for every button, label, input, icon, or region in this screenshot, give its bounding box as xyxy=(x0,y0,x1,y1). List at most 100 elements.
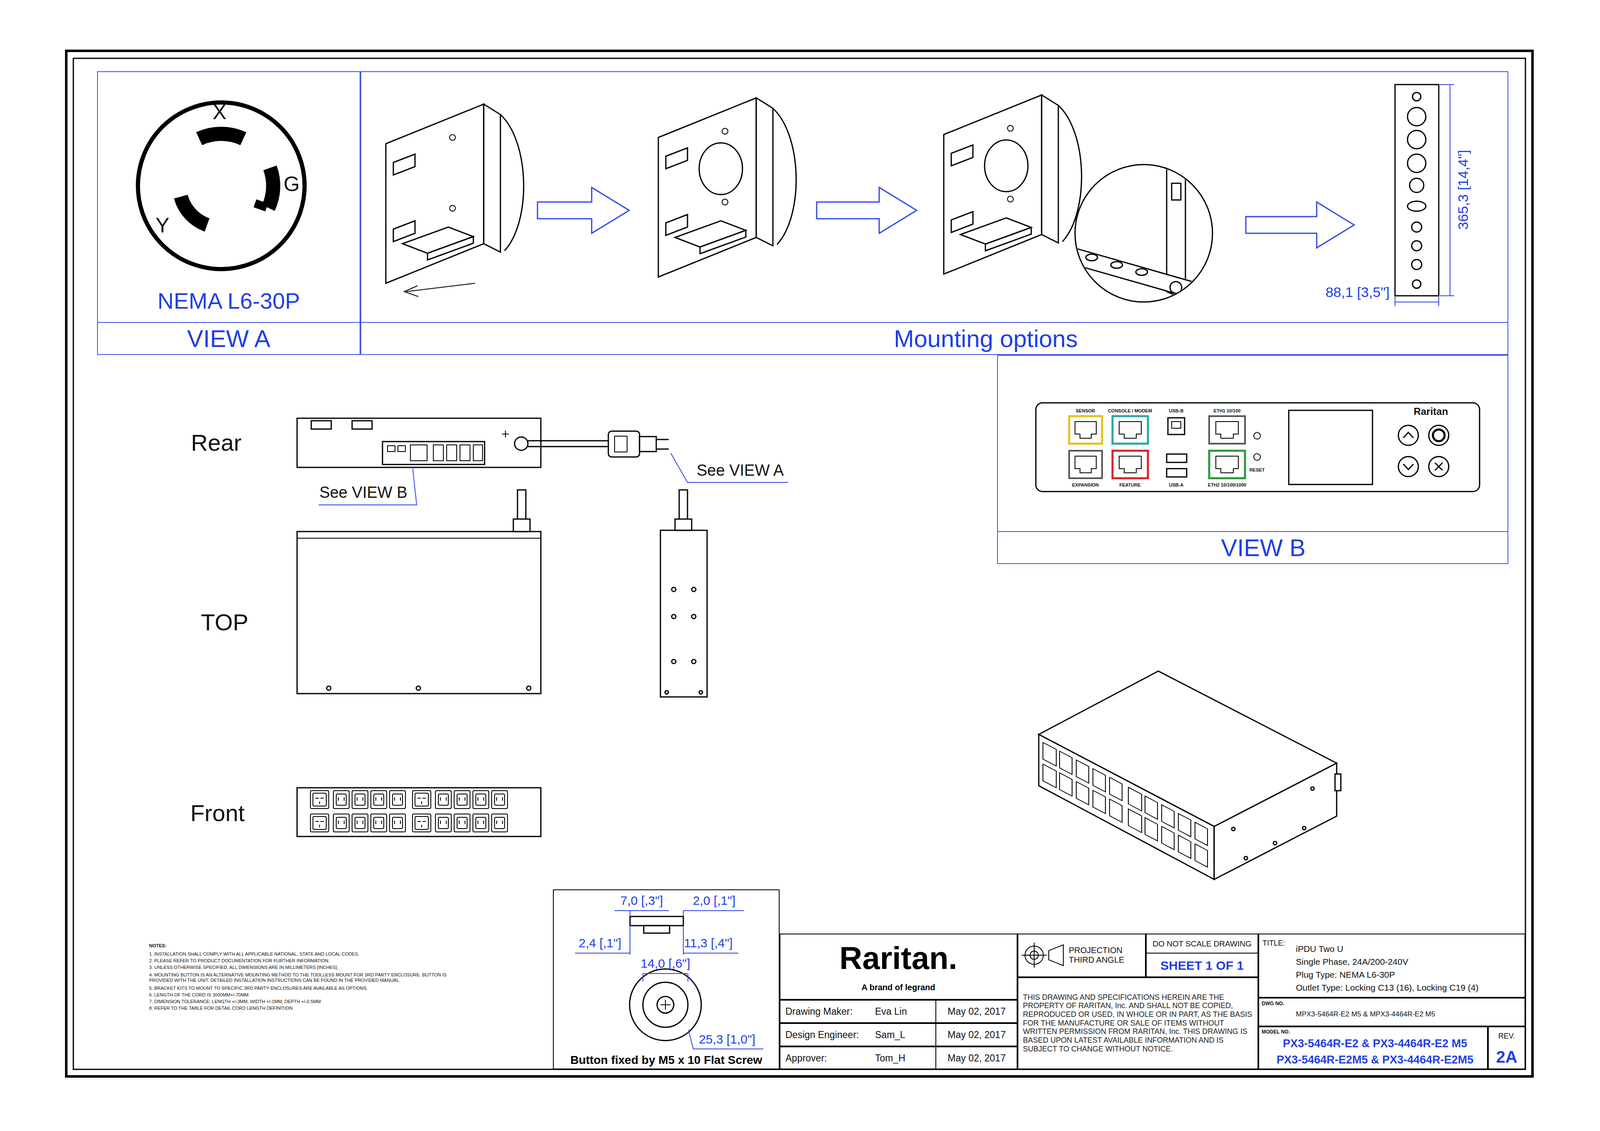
button-detail xyxy=(657,996,674,1014)
dimension: 11,3 [,4"] xyxy=(684,936,733,951)
projection-symbol xyxy=(1048,945,1064,966)
dimension-line xyxy=(1395,84,1455,307)
pdu-front-view xyxy=(491,790,508,809)
dimension-line xyxy=(687,973,689,982)
note: 2. PLEASE REFER TO PRODUCT DOCUMENTATION… xyxy=(149,958,330,964)
pdu-isometric xyxy=(1076,760,1089,784)
dimension: 25,3 [1,0"] xyxy=(698,1032,756,1048)
sheet-cell: DO NOT SCALE DRAWING SHEET 1 OF 1 xyxy=(1145,933,1259,978)
pdu-isometric xyxy=(1244,856,1248,860)
pdu-side-view xyxy=(1395,84,1439,296)
pdu-side-view xyxy=(671,614,676,619)
pdu-top-view xyxy=(416,686,421,691)
title-line: Single Phase, 24A/200-240V xyxy=(1295,957,1409,968)
controller-panel xyxy=(1075,421,1097,439)
date: May 02, 2017 xyxy=(947,1006,1006,1018)
model-number: PX3-5464R-E2M5 & PX3-4464R-E2M5 xyxy=(1276,1053,1474,1067)
drawing-number: MPX3-5464R-E2 M5 & MPX3-4464R-E2 M5 xyxy=(1295,1010,1435,1019)
dimension-line xyxy=(1394,296,1396,307)
leader-line xyxy=(318,466,417,505)
pdu-side-view xyxy=(1411,222,1422,233)
detail-caption: Button fixed by M5 x 10 Flat Screw xyxy=(570,1053,763,1068)
pdu-isometric xyxy=(1038,734,1215,880)
dimension-line xyxy=(575,952,630,954)
pdu-rear-view xyxy=(656,448,669,450)
role-label: Drawing Maker: xyxy=(785,1006,853,1018)
title-block-rule xyxy=(935,1000,937,1070)
controller-panel xyxy=(1069,450,1103,479)
dimension-line xyxy=(614,910,669,912)
pdu-rear-view xyxy=(614,436,628,453)
controller-panel xyxy=(1171,421,1181,429)
pdu-rear-view xyxy=(382,441,485,465)
controller-panel xyxy=(1253,453,1261,461)
pdu-top-view xyxy=(297,537,541,539)
pdu-isometric xyxy=(1109,777,1123,801)
person-name: Tom_H xyxy=(875,1052,906,1064)
note: 1. INSTALLATION SHALL COMPLY WITH ALL AP… xyxy=(149,951,360,958)
pdu-rear-view xyxy=(311,420,332,430)
pdu-front-view xyxy=(454,790,470,809)
pdu-rear-view xyxy=(352,420,373,430)
pdu-top-view xyxy=(513,519,530,532)
port-label: USB-B xyxy=(1169,408,1184,414)
pdu-side-view xyxy=(1407,107,1426,126)
leader-line xyxy=(670,453,789,483)
pdu-isometric xyxy=(1092,790,1106,814)
port-label: EXPANSION xyxy=(1072,482,1099,488)
pdu-rear-view xyxy=(410,445,428,461)
mounting-sketch xyxy=(699,142,743,195)
dimension: 2,4 [,1"] xyxy=(578,936,622,951)
mounting-sketch xyxy=(1194,285,1206,293)
dimension: 7,0 [,3"] xyxy=(620,893,663,909)
button-detail xyxy=(665,1000,666,1010)
dimension-line xyxy=(575,910,764,1050)
controller-panel xyxy=(1428,456,1449,477)
mounting-sketch xyxy=(406,283,475,292)
pdu-rear-view xyxy=(527,440,609,442)
sheet-number: SHEET 1 OF 1 xyxy=(1160,958,1244,974)
controller-panel xyxy=(1403,464,1414,470)
dimension-line xyxy=(629,910,631,917)
dimension: 2,0 [,1"] xyxy=(692,893,736,909)
dimension: 88,1 [3,5"] xyxy=(1325,284,1390,301)
controller-panel xyxy=(1215,456,1239,473)
pdu-front-view xyxy=(491,814,508,833)
dimension-line xyxy=(683,952,739,954)
port-label: ETH2 10/100/1000 xyxy=(1207,482,1247,488)
pdu-isometric xyxy=(1145,817,1158,842)
pdu-front-view xyxy=(389,814,406,833)
controller-panel xyxy=(1209,450,1245,479)
pdu-side-view xyxy=(1409,178,1424,193)
sheet-frame xyxy=(66,50,1533,1077)
pdu-top-view xyxy=(326,686,331,691)
pdu-side-view xyxy=(691,587,696,592)
mounting-sketch xyxy=(1110,261,1123,269)
pdu-isometric xyxy=(1038,671,1341,880)
controller-panel xyxy=(1166,468,1187,478)
port-label: SENSOR xyxy=(1075,408,1095,414)
scale-warning: DO NOT SCALE DRAWING xyxy=(1152,939,1252,949)
pdu-rear-view xyxy=(460,445,470,461)
pdu-isometric xyxy=(1128,809,1142,833)
pdu-front-view xyxy=(333,790,350,809)
pdu-isometric xyxy=(1335,774,1341,791)
field-name: MODEL NO. xyxy=(1261,1029,1290,1036)
mounting-sketch xyxy=(1170,281,1182,294)
date: May 02, 2017 xyxy=(947,1052,1006,1064)
pdu-top-view xyxy=(297,531,541,694)
controller-panel xyxy=(1209,416,1245,444)
controller-panel xyxy=(1398,425,1419,446)
note: NOTES: xyxy=(149,943,167,949)
view-panel: VIEW B xyxy=(997,355,1509,565)
note: 7. DIMENSION TOLERANCE: LENGTH +/-3MM, W… xyxy=(149,999,321,1005)
pdu-side-view xyxy=(1412,280,1421,289)
callout: See VIEW B xyxy=(319,483,408,503)
controller-panel xyxy=(1215,421,1239,439)
pdu-front-view xyxy=(370,790,387,809)
pdu-isometric xyxy=(1092,768,1106,793)
pdu-isometric xyxy=(1231,827,1235,831)
view-panel: NEMA L6-30PVIEW A xyxy=(97,71,361,355)
plug-face xyxy=(199,133,244,139)
pin-letter: Y xyxy=(155,213,170,238)
